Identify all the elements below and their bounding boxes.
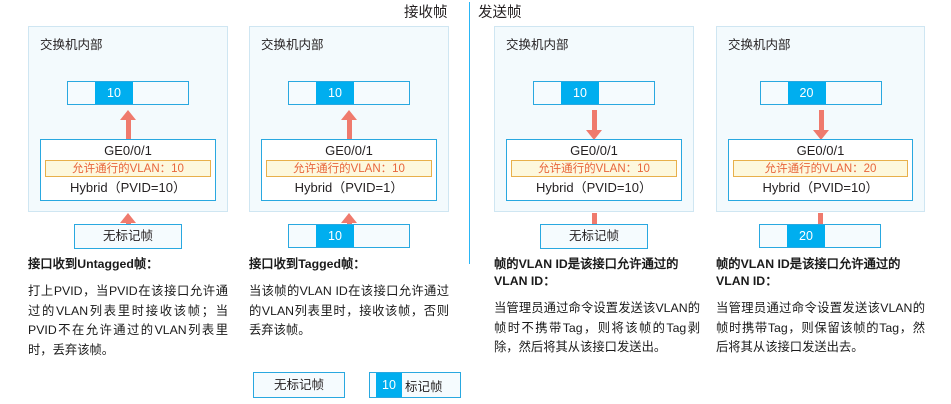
- panel-receive-untagged: 交换机内部 10 GE0/0/1 允许通行的VLAN：10 Hybrid（PVI…: [28, 26, 228, 212]
- frame-tag-cell: 10: [316, 82, 354, 104]
- description-body: 打上PVID，当PVID在该接口允许通过的VLAN列表里时接收该帧；当PVID不…: [28, 284, 228, 357]
- legend: 无标记帧 10 标记帧: [253, 372, 461, 398]
- arrow-shaft: [592, 110, 597, 131]
- arrow-head: [120, 213, 136, 223]
- frame-tag-cell: 10: [95, 82, 133, 104]
- frame-cell-left: [761, 82, 788, 104]
- description-body: 当管理员通过命令设置发送该VLAN的帧时携带Tag，则保留该帧的Tag，然后将其…: [716, 301, 925, 354]
- arrow-shaft: [818, 110, 824, 131]
- frame-cell-right: [599, 82, 654, 104]
- section-header-send: 发送帧: [478, 5, 522, 21]
- arrow-shaft: [126, 119, 131, 140]
- panel-title: 交换机内部: [261, 38, 324, 52]
- description-block-1: 接口收到Untagged帧： 打上PVID，当PVID在该接口允许通过的VLAN…: [28, 256, 228, 360]
- frame-cell-right: [825, 225, 880, 247]
- frame-tag-cell: 10: [561, 82, 599, 104]
- panel-title: 交换机内部: [506, 38, 569, 52]
- frame-cell-right: [354, 225, 409, 247]
- inner-arrow-up-icon: [120, 110, 136, 140]
- inner-frame-tagged: 20: [759, 81, 882, 105]
- frame-cell-left: [760, 225, 787, 247]
- frame-tag-cell: 20: [787, 225, 825, 247]
- panel-receive-tagged: 交换机内部 10 GE0/0/1 允许通行的VLAN：10 Hybrid（PVI…: [249, 26, 449, 212]
- description-block-3: 帧的VLAN ID是该接口允许通过的VLAN ID： 当管理员通过命令设置发送该…: [494, 256, 700, 358]
- description-block-4: 帧的VLAN ID是该接口允许通过的VLAN ID： 当管理员通过命令设置发送该…: [716, 256, 925, 358]
- inner-arrow-down-icon: [586, 110, 602, 140]
- allowed-vlan-label: 允许通行的VLAN：10: [45, 160, 211, 177]
- untagged-frame-box-1: 无标记帧: [74, 224, 182, 249]
- inner-arrow-down-icon: [812, 110, 829, 140]
- port-mode-label: Hybrid（PVID=10）: [536, 180, 652, 195]
- panel-send-tagged: 交换机内部 20 GE0/0/1 允许通行的VLAN：20 Hybrid（PVI…: [716, 26, 925, 212]
- frame-cell-left: [68, 82, 95, 104]
- untagged-frame-box-3: 无标记帧: [540, 224, 648, 249]
- arrow-shaft: [347, 119, 352, 140]
- frame-cell-right: [133, 82, 188, 104]
- port-name: GE0/0/1: [796, 143, 845, 158]
- port-mode-label: Hybrid（PVID=10）: [70, 180, 186, 195]
- legend-tagged-frame: 10 标记帧: [369, 372, 461, 398]
- frame-cell-right: [354, 82, 409, 104]
- port-box: GE0/0/1 允许通行的VLAN：10 Hybrid（PVID=1）: [261, 139, 437, 201]
- description-heading: 帧的VLAN ID是该接口允许通过的VLAN ID：: [494, 257, 679, 288]
- port-mode-label: Hybrid（PVID=1）: [294, 180, 404, 195]
- arrow-shaft: [592, 213, 597, 228]
- frame-cell-left: [534, 82, 561, 104]
- port-name: GE0/0/1: [104, 143, 152, 158]
- port-name: GE0/0/1: [570, 143, 618, 158]
- section-headers: 接收帧 发送帧: [0, 2, 951, 26]
- inner-frame-tagged: 10: [533, 81, 655, 105]
- legend-untagged-frame: 无标记帧: [253, 372, 345, 398]
- inner-frame-tagged: 10: [288, 81, 410, 105]
- description-block-2: 接口收到Tagged帧： 当该帧的VLAN ID在该接口允许通过的VLAN列表里…: [249, 256, 449, 341]
- frame-tag-cell: 10: [316, 225, 354, 247]
- frame-cell-left: [289, 82, 316, 104]
- frame-cell-left: [289, 225, 316, 247]
- section-header-receive: 接收帧: [404, 5, 448, 21]
- allowed-vlan-label: 允许通行的VLAN：20: [733, 160, 908, 177]
- port-box: GE0/0/1 允许通行的VLAN：10 Hybrid（PVID=10）: [40, 139, 216, 201]
- vertical-divider: [469, 2, 471, 264]
- description-heading: 接口收到Untagged帧：: [28, 257, 159, 271]
- description-heading: 帧的VLAN ID是该接口允许通过的VLAN ID：: [716, 257, 901, 288]
- arrow-head: [341, 110, 357, 120]
- allowed-vlan-label: 允许通行的VLAN：10: [266, 160, 432, 177]
- description-heading: 接口收到Tagged帧：: [249, 257, 366, 271]
- arrow-head: [120, 110, 136, 120]
- arrow-head: [341, 213, 357, 223]
- outer-frame-tagged-4: 20: [759, 224, 881, 248]
- allowed-vlan-label: 允许通行的VLAN：10: [511, 160, 677, 177]
- frame-cell-right: [826, 82, 881, 104]
- port-box: GE0/0/1 允许通行的VLAN：10 Hybrid（PVID=10）: [506, 139, 682, 201]
- arrow-head: [586, 130, 602, 140]
- port-mode-label: Hybrid（PVID=10）: [762, 180, 879, 195]
- inner-arrow-up-icon: [341, 110, 357, 140]
- legend-tagged-label: 标记帧: [405, 379, 443, 394]
- inner-frame-tagged: 10: [67, 81, 189, 105]
- description-body: 当管理员通过命令设置发送该VLAN的帧时不携带Tag，则将该帧的Tag剥除，然后…: [494, 301, 700, 354]
- arrow-shaft: [818, 213, 823, 228]
- panel-title: 交换机内部: [728, 38, 791, 52]
- legend-frame-tag-cell: 10: [376, 373, 402, 397]
- panel-title: 交换机内部: [40, 38, 103, 52]
- port-box: GE0/0/1 允许通行的VLAN：20 Hybrid（PVID=10）: [728, 139, 913, 201]
- arrow-head: [812, 130, 829, 140]
- description-body: 当该帧的VLAN ID在该接口允许通过的VLAN列表里时，接收该帧，否则丢弃该帧…: [249, 284, 449, 337]
- frame-tag-cell: 20: [787, 82, 826, 104]
- outer-frame-tagged-2: 10: [288, 224, 410, 248]
- panel-send-untagged: 交换机内部 10 GE0/0/1 允许通行的VLAN：10 Hybrid（PVI…: [494, 26, 694, 212]
- port-name: GE0/0/1: [325, 143, 373, 158]
